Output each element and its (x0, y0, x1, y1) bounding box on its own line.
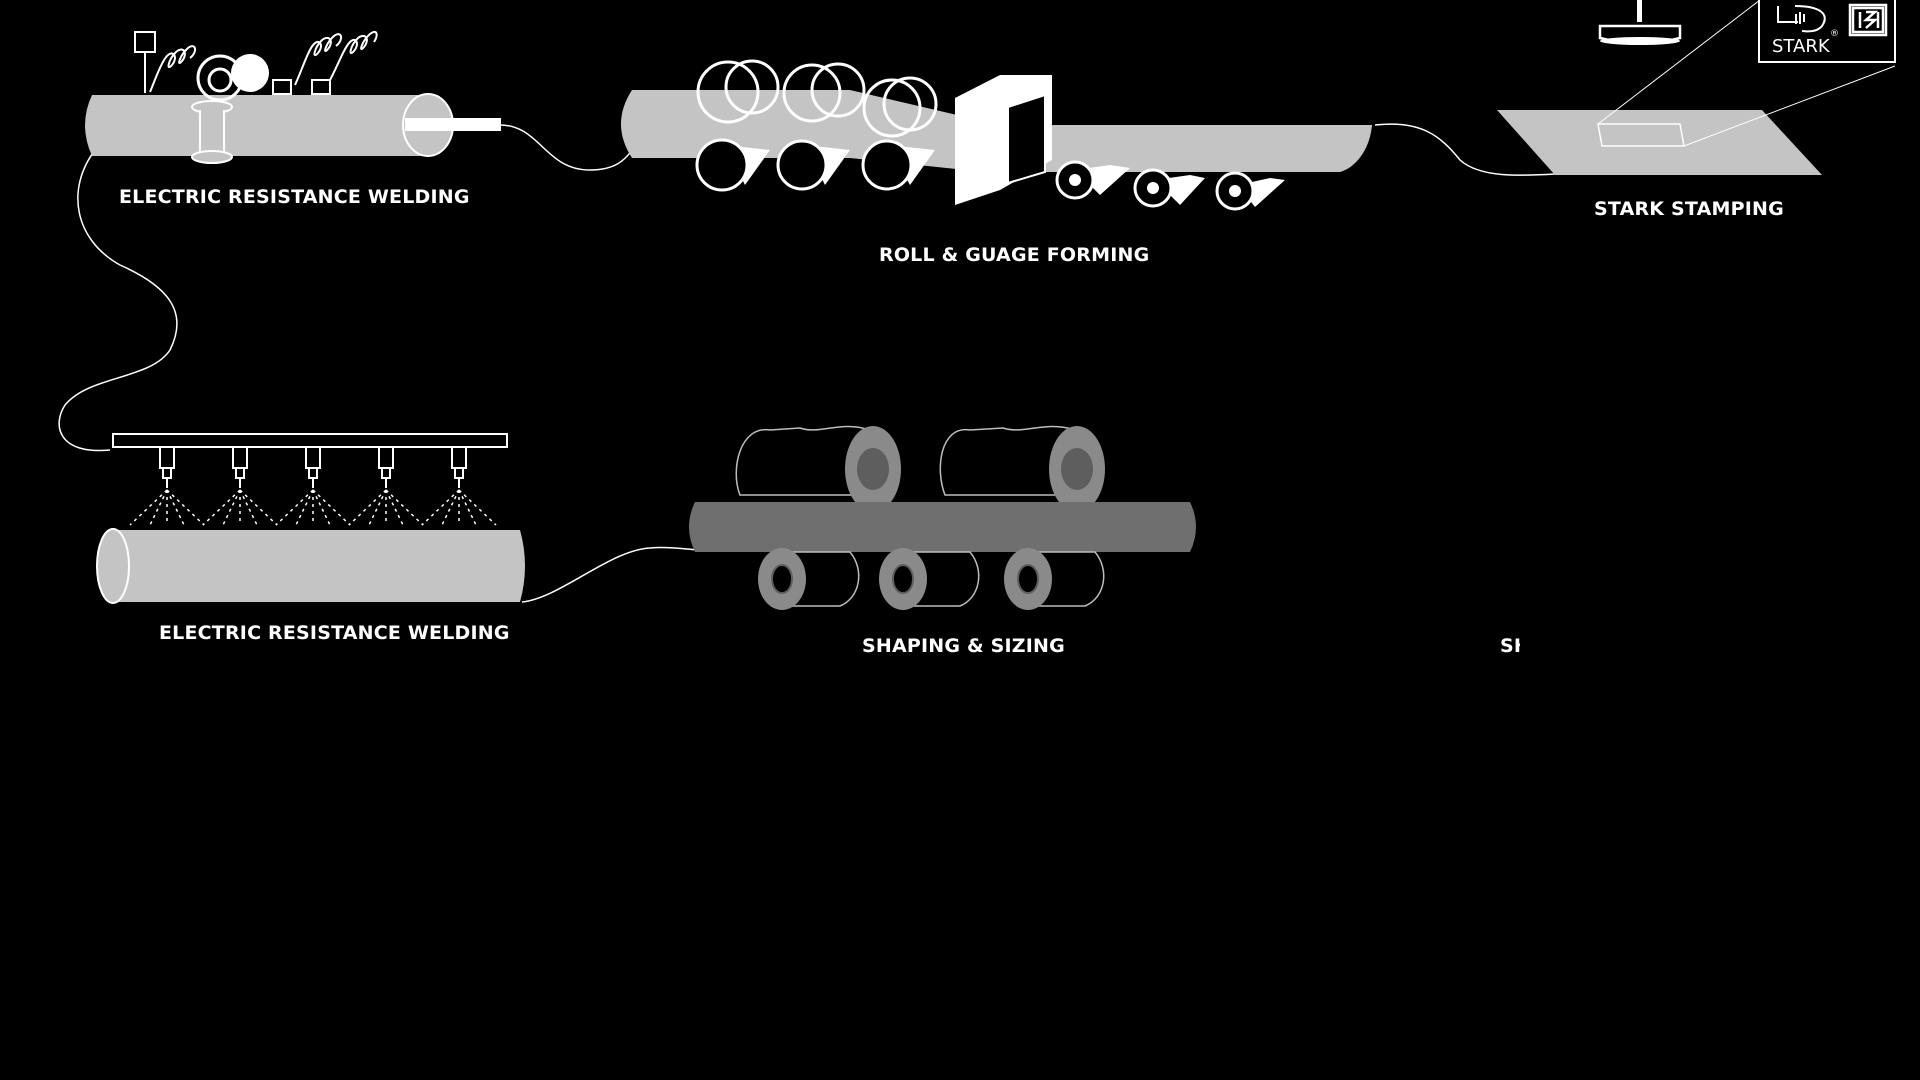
erw-bottom-pipe-end (96, 528, 130, 604)
connector-erw-to-rollforming (499, 124, 633, 171)
stage-erw-bottom-illustration (96, 433, 525, 604)
stamping-plate (1497, 110, 1822, 175)
stark-seal-icon (1777, 5, 1826, 33)
stage-erw-top-illustration (85, 30, 501, 164)
coil-springs (149, 30, 378, 93)
stamp-press (1598, 0, 1682, 45)
control-box (134, 31, 156, 53)
stage-roll-forming-illustration (621, 59, 1372, 211)
spray-header-bar (112, 433, 508, 448)
upper-sizing-rolls (735, 425, 1105, 512)
spray-nozzles (129, 447, 497, 526)
stage-stamping-illustration (1497, 0, 1896, 175)
label-roll-forming: ROLL & GUAGE FORMING (879, 244, 1150, 266)
shaping-pipe (689, 502, 1196, 552)
stage-shaping-illustration (689, 425, 1196, 610)
lower-sizing-rolls (758, 548, 1105, 610)
stark-isi-logo: STARK ® (1758, 0, 1896, 63)
spool (191, 100, 233, 164)
connector-rollforming-to-stamping (1374, 123, 1556, 176)
label-shaping: SHAPING & SIZING (862, 635, 1065, 657)
isi-mark-icon (1848, 3, 1888, 37)
label-partial-stage: SH (1500, 635, 1520, 657)
guage-frame (955, 75, 1052, 205)
erw-bottom-pipe (113, 530, 525, 602)
lower-forming-rolls (695, 138, 935, 192)
output-rollers (1055, 160, 1285, 211)
label-stamping: STARK STAMPING (1594, 198, 1784, 220)
label-erw-top: ELECTRIC RESISTANCE WELDING (119, 186, 470, 208)
connector-erw-top-to-erw-bottom (58, 149, 178, 452)
logo-registered-mark: ® (1830, 29, 1839, 39)
erw-top-pipe (85, 95, 428, 156)
erw-top-nozzle (405, 118, 501, 131)
welding-wheel-inner (207, 67, 233, 93)
upper-forming-rolls (696, 59, 938, 138)
connector-erw-to-shaping (521, 546, 701, 603)
welding-wheel-solid (231, 54, 269, 92)
label-erw-bottom: ELECTRIC RESISTANCE WELDING (159, 622, 510, 644)
connector-lines (58, 123, 1556, 603)
logo-brand-text: STARK (1772, 36, 1831, 57)
